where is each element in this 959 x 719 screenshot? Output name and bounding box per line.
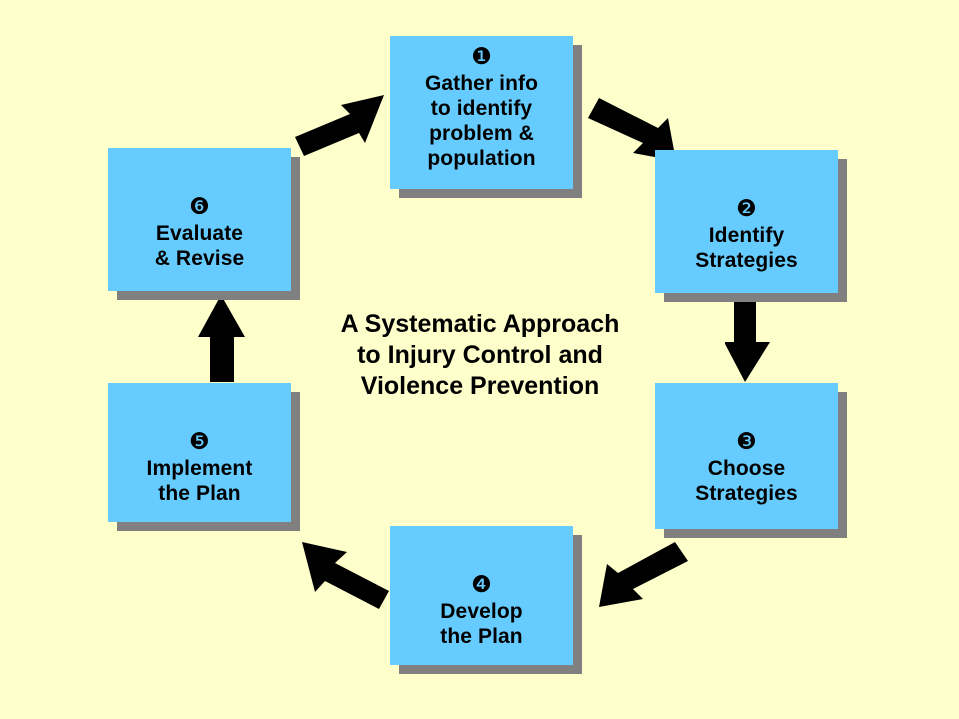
step-content: ❺ Implement the Plan	[108, 383, 291, 506]
box-face	[390, 36, 573, 189]
step-content: ❶ Gather info to identify problem & popu…	[390, 36, 573, 171]
step-box-3[interactable]: ❸ Choose Strategies	[655, 383, 847, 538]
arrow-3-to-4-icon	[594, 531, 704, 617]
arrow-4-to-5-icon	[297, 530, 407, 616]
step-box-5[interactable]: ❺ Implement the Plan	[108, 383, 300, 531]
arrow-6-to-1-icon	[283, 86, 393, 166]
step-box-1[interactable]: ❶ Gather info to identify problem & popu…	[390, 36, 582, 198]
step-label-6: Evaluate & Revise	[154, 222, 245, 270]
step-number-badge-4: ❹	[471, 572, 492, 598]
step-content: ❻ Evaluate & Revise	[108, 148, 291, 271]
box-face	[108, 148, 291, 291]
step-number-badge-2: ❷	[736, 196, 757, 222]
box-face	[108, 383, 291, 522]
box-face	[655, 150, 838, 293]
step-number-badge-6: ❻	[189, 194, 210, 220]
step-label-4: Develop the Plan	[440, 600, 523, 648]
step-box-2[interactable]: ❷ Identify Strategies	[655, 150, 847, 302]
step-content: ❹ Develop the Plan	[390, 526, 573, 649]
step-label-1: Gather info to identify problem & popula…	[424, 72, 539, 170]
step-content: ❸ Choose Strategies	[655, 383, 838, 506]
box-face	[655, 383, 838, 529]
arrow-5-to-6-icon	[193, 296, 253, 384]
step-number-badge-1: ❶	[471, 44, 492, 70]
arrow-2-to-3-icon	[725, 297, 785, 383]
diagram-title: A Systematic Approach to Injury Control …	[340, 310, 620, 400]
arrow-1-to-2-icon	[586, 88, 696, 168]
step-number-badge-5: ❺	[189, 429, 210, 455]
step-label-2: Identify Strategies	[695, 224, 798, 272]
box-face	[390, 526, 573, 665]
step-label-5: Implement the Plan	[146, 457, 253, 505]
step-box-4[interactable]: ❹ Develop the Plan	[390, 526, 582, 674]
step-content: ❷ Identify Strategies	[655, 150, 838, 273]
step-number-badge-3: ❸	[736, 429, 757, 455]
step-label-3: Choose Strategies	[695, 457, 798, 505]
step-box-6[interactable]: ❻ Evaluate & Revise	[108, 148, 300, 300]
